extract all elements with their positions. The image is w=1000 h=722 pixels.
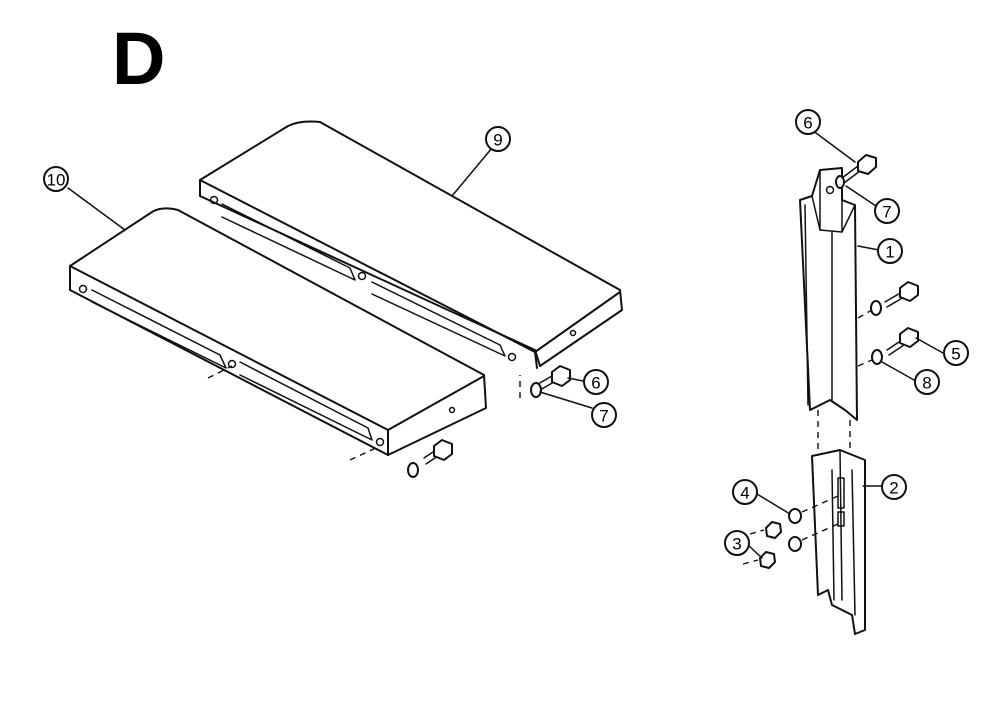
callout-4: 4 bbox=[732, 479, 758, 505]
callout-9: 9 bbox=[485, 126, 511, 152]
callout-1: 1 bbox=[877, 238, 903, 264]
bolt-hex-head-wing10 bbox=[423, 439, 453, 465]
bolt-rail1-lower bbox=[857, 327, 919, 367]
callout-6-rail: 6 bbox=[795, 109, 821, 135]
callout-4-label: 4 bbox=[740, 484, 749, 503]
callout-5-label: 5 bbox=[951, 345, 960, 364]
callout-3: 3 bbox=[724, 530, 750, 556]
bolt-rail1-upper bbox=[857, 281, 919, 319]
lock-washer-wing10 bbox=[407, 462, 419, 478]
callout-7-wing-label: 7 bbox=[599, 407, 608, 426]
callout-9-label: 9 bbox=[493, 131, 502, 150]
callout-2: 2 bbox=[881, 474, 907, 500]
extension-wing-9 bbox=[199, 120, 623, 369]
centerline-wing10-end bbox=[349, 445, 381, 461]
rear-rail-2 bbox=[811, 449, 866, 635]
front-rail-1 bbox=[799, 167, 858, 421]
washer-4 bbox=[788, 495, 839, 524]
bolt-hex-head-wing9 bbox=[537, 365, 571, 391]
callout-1-label: 1 bbox=[885, 243, 894, 262]
callout-8-label: 8 bbox=[922, 374, 931, 393]
section-letter: D bbox=[112, 17, 166, 100]
callout-10-label: 10 bbox=[47, 171, 66, 190]
washer-top-rail1 bbox=[835, 175, 845, 189]
lock-washer-wing9 bbox=[530, 382, 542, 398]
callout-5: 5 bbox=[943, 340, 969, 366]
callout-6-wing: 6 bbox=[583, 369, 609, 395]
callout-7-rail-label: 7 bbox=[882, 203, 891, 222]
callout-6-rail-label: 6 bbox=[803, 114, 812, 133]
callout-7-wing: 7 bbox=[591, 402, 617, 428]
washer-lower bbox=[788, 523, 839, 552]
callout-7-rail: 7 bbox=[874, 198, 900, 224]
nut-3-lower bbox=[742, 551, 776, 569]
leader-lines bbox=[67, 129, 944, 559]
centerline-wing10-mid bbox=[207, 365, 233, 379]
nut-3-upper bbox=[749, 521, 782, 539]
extension-wing-10 bbox=[69, 207, 487, 456]
bolt-top-rail1 bbox=[841, 154, 877, 184]
callout-6-wing-label: 6 bbox=[591, 374, 600, 393]
callout-3-label: 3 bbox=[732, 535, 741, 554]
callout-2-label: 2 bbox=[889, 479, 898, 498]
callout-10: 10 bbox=[43, 166, 69, 192]
callout-8: 8 bbox=[914, 369, 940, 395]
